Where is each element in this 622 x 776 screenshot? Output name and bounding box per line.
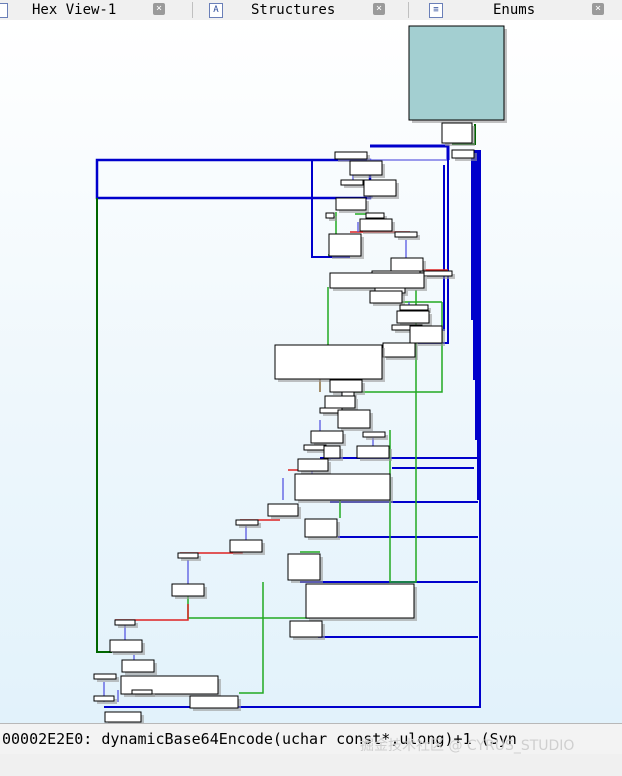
graph-node[interactable] bbox=[310, 430, 344, 444]
close-icon[interactable]: × bbox=[592, 3, 604, 15]
graph-node[interactable] bbox=[362, 431, 386, 438]
entry-node[interactable] bbox=[408, 25, 505, 121]
graph-node[interactable] bbox=[356, 445, 390, 459]
watermark: 掘金技术社区 @ CYRUS_STUDIO bbox=[360, 738, 575, 754]
node-shadow bbox=[135, 693, 155, 697]
graph-node[interactable] bbox=[171, 583, 205, 597]
graph-node[interactable] bbox=[328, 233, 362, 257]
graph-node[interactable] bbox=[297, 458, 329, 472]
graph-node[interactable] bbox=[93, 673, 117, 680]
graph-node[interactable] bbox=[399, 304, 429, 311]
graph-node[interactable] bbox=[451, 149, 475, 159]
graph-node[interactable] bbox=[235, 519, 259, 526]
graph-node[interactable] bbox=[349, 160, 383, 176]
graph-node[interactable] bbox=[304, 518, 338, 538]
status-bar: 00002E2E0: dynamicBase64Encode(uchar con… bbox=[0, 723, 622, 755]
graph-node[interactable] bbox=[390, 257, 424, 272]
graph-edge-entry bbox=[96, 198, 112, 653]
tab-separator bbox=[192, 2, 193, 18]
bottom-panel bbox=[0, 754, 622, 776]
graph-node[interactable] bbox=[365, 212, 385, 219]
graph-node[interactable] bbox=[340, 179, 364, 186]
graph-node[interactable] bbox=[109, 639, 143, 653]
graph-node[interactable] bbox=[121, 659, 155, 673]
graph-node[interactable] bbox=[131, 689, 153, 695]
graph-node[interactable] bbox=[369, 290, 403, 304]
graph-edge-green bbox=[389, 290, 417, 583]
graph-edge-green bbox=[187, 596, 310, 619]
graph-node[interactable] bbox=[396, 310, 430, 324]
tab-structures-label: Structures bbox=[251, 2, 336, 18]
graph-edge-red bbox=[115, 604, 189, 621]
graph-node[interactable] bbox=[324, 395, 356, 409]
enums-icon: ≡ bbox=[429, 3, 443, 18]
graph-view[interactable] bbox=[0, 20, 622, 723]
graph-node[interactable] bbox=[341, 391, 355, 397]
graph-node[interactable] bbox=[409, 325, 443, 344]
tab-separator bbox=[408, 2, 409, 18]
graph-node[interactable] bbox=[305, 583, 415, 619]
graph-node[interactable] bbox=[359, 218, 393, 232]
graph-node[interactable] bbox=[441, 122, 473, 144]
tab-enums-label: Enums bbox=[493, 2, 536, 18]
graph-node[interactable] bbox=[93, 695, 115, 702]
graph-edge-blue bbox=[370, 144, 450, 160]
tab-structures[interactable]: A Structures × bbox=[200, 0, 405, 20]
graph-node[interactable] bbox=[104, 711, 142, 723]
graph-node[interactable] bbox=[329, 379, 363, 393]
tab-hex-view[interactable]: Hex View-1 × bbox=[0, 0, 190, 20]
graph-node[interactable] bbox=[177, 552, 199, 559]
structures-icon: A bbox=[209, 3, 223, 18]
close-icon[interactable]: × bbox=[373, 3, 385, 15]
graph-node[interactable] bbox=[323, 445, 341, 459]
graph-node[interactable] bbox=[337, 409, 371, 429]
control-flow-graph[interactable] bbox=[0, 20, 622, 723]
graph-node[interactable] bbox=[334, 151, 368, 160]
tab-enums[interactable]: ≡ Enums × bbox=[416, 0, 622, 20]
status-address-text: 00002E2E0: dynamicBase64Encode(uchar con… bbox=[2, 730, 517, 748]
graph-node[interactable] bbox=[287, 553, 321, 581]
graph-node[interactable] bbox=[382, 342, 416, 358]
graph-node[interactable] bbox=[267, 503, 299, 517]
graph-node[interactable] bbox=[325, 212, 335, 219]
graph-node[interactable] bbox=[329, 272, 425, 289]
graph-edge-blue bbox=[95, 158, 372, 200]
tab-hex-view-label: Hex View-1 bbox=[32, 2, 117, 18]
graph-node[interactable] bbox=[423, 270, 453, 277]
graph-node[interactable] bbox=[189, 695, 239, 709]
hex-view-icon bbox=[0, 3, 8, 18]
graph-node[interactable] bbox=[303, 444, 327, 451]
close-icon[interactable]: × bbox=[153, 3, 165, 15]
graph-node[interactable] bbox=[114, 619, 136, 626]
graph-node[interactable] bbox=[229, 539, 263, 553]
graph-node[interactable] bbox=[294, 473, 391, 501]
tab-bar: Hex View-1 × A Structures × ≡ Enums × bbox=[0, 0, 622, 21]
graph-edge-green bbox=[239, 582, 264, 694]
graph-node[interactable] bbox=[394, 231, 418, 238]
graph-node[interactable] bbox=[363, 179, 397, 197]
graph-node[interactable] bbox=[274, 344, 383, 380]
graph-node[interactable] bbox=[289, 620, 323, 638]
graph-node[interactable] bbox=[335, 197, 367, 211]
